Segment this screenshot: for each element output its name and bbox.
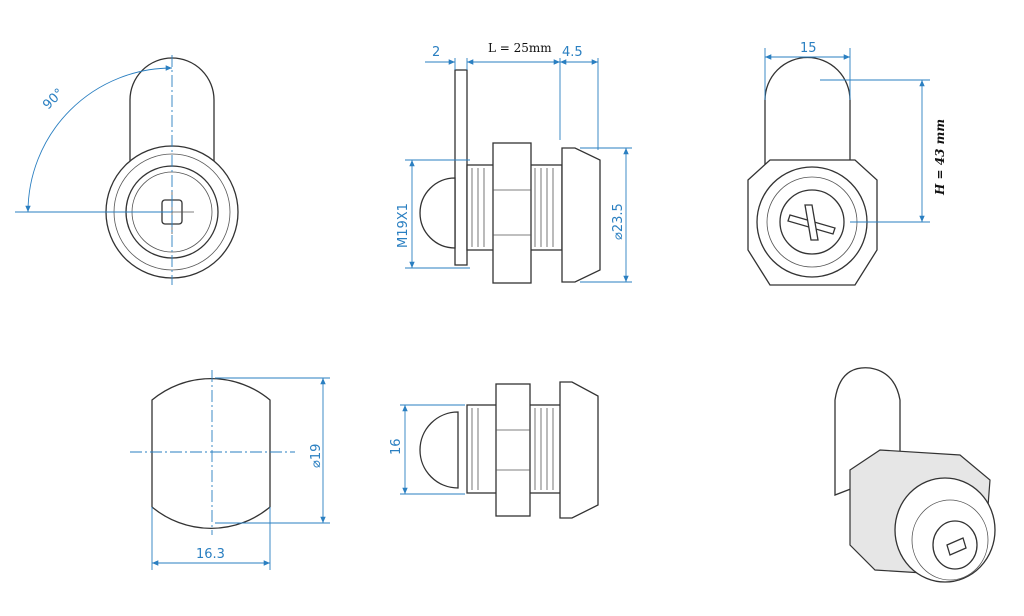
flat-width-label: 16.3 xyxy=(196,547,225,562)
body-height-label: 16 xyxy=(389,438,404,455)
length-label: L = 25mm xyxy=(488,41,552,55)
height-label: H = 43 mm xyxy=(933,119,947,196)
perspective-view xyxy=(834,367,996,583)
side-view-no-cam: 16 xyxy=(389,381,599,519)
cam-width-label: 15 xyxy=(800,41,817,56)
rear-view: 15 H = 43 mm xyxy=(747,41,947,286)
front-view: 90° xyxy=(15,55,239,285)
plate-thickness-label: 2 xyxy=(432,45,440,60)
flange-thickness-label: 4.5 xyxy=(562,45,583,60)
thread-label: M19X1 xyxy=(396,203,411,248)
cutout-view: ⌀19 16.3 xyxy=(130,370,330,570)
side-view: 2 L = 25mm 4.5 M19X1 ⌀23.5 xyxy=(396,41,632,284)
rotation-angle-label: 90° xyxy=(40,86,67,113)
flange-diameter-label: ⌀23.5 xyxy=(611,203,626,240)
cutout-diameter-label: ⌀19 xyxy=(309,444,324,468)
